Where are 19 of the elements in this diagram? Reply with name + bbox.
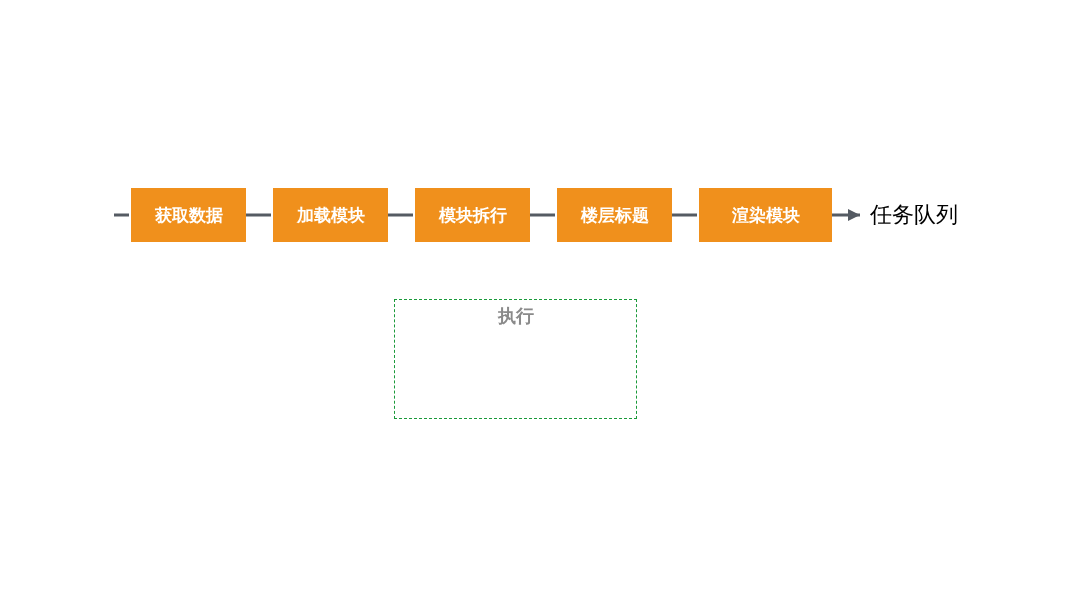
process-box bbox=[273, 188, 388, 242]
process-box bbox=[131, 188, 246, 242]
step-label: 楼层标题 bbox=[580, 203, 649, 227]
connector-line bbox=[246, 213, 271, 217]
step-label: 获取数据 bbox=[154, 203, 223, 227]
arrow bbox=[832, 209, 860, 221]
step-label: 渲染模块 bbox=[731, 203, 800, 227]
connector-line bbox=[672, 213, 697, 217]
connector-line bbox=[530, 213, 555, 217]
process-box bbox=[557, 188, 672, 242]
group-title: 执行 bbox=[497, 304, 534, 328]
process-box bbox=[699, 188, 832, 242]
connector-line bbox=[114, 213, 129, 217]
dashed-group-box bbox=[394, 299, 637, 419]
step-label: 模块拆行 bbox=[438, 203, 507, 227]
connector-line bbox=[388, 213, 413, 217]
process-box bbox=[415, 188, 530, 242]
queue-label: 任务队列 bbox=[870, 201, 958, 229]
step-label: 加载模块 bbox=[296, 203, 365, 227]
